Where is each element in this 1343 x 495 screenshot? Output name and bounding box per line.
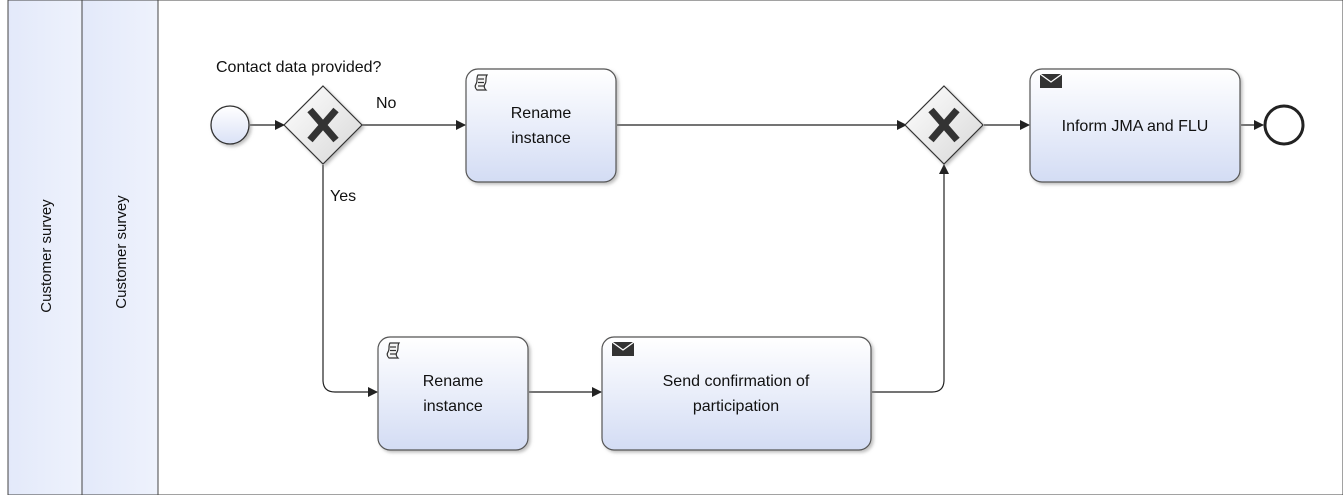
task-label-line: Rename	[511, 105, 572, 122]
task-label-line: Send confirmation of	[663, 373, 810, 390]
script-icon	[474, 74, 489, 91]
task-inform-jma-and-flu[interactable]: Inform JMA and FLU	[1029, 68, 1241, 183]
task-label-line: Inform JMA and FLU	[1062, 118, 1209, 135]
pool-label: Customer survey	[38, 199, 55, 313]
task-label-line: Rename	[423, 373, 484, 390]
lane-label: Customer survey	[113, 195, 130, 309]
task-send-confirmation[interactable]: Send confirmation of participation	[601, 336, 872, 451]
task-label-line: instance	[511, 130, 571, 147]
lane[interactable]: Customer survey	[81, 0, 159, 495]
envelope-icon	[1039, 73, 1063, 88]
task-label-line: participation	[693, 398, 779, 415]
task-rename-instance-bottom[interactable]: Rename instance	[377, 336, 529, 451]
exclusive-gateway-split[interactable]	[283, 85, 363, 165]
edge-label-no: No	[376, 95, 397, 112]
task-rename-instance-top[interactable]: Rename instance	[465, 68, 617, 183]
start-event[interactable]	[210, 105, 250, 145]
task-label-line: instance	[423, 398, 483, 415]
lane-header	[81, 0, 159, 495]
pool-header	[7, 0, 83, 495]
exclusive-gateway-x-icon	[307, 107, 339, 143]
exclusive-gateway-x-icon	[928, 107, 960, 143]
flow-send-to-merge[interactable]	[872, 164, 949, 393]
sequence-flows	[250, 120, 1264, 397]
envelope-icon	[611, 341, 635, 356]
end-event[interactable]	[1263, 104, 1305, 146]
script-icon	[386, 342, 401, 359]
edge-label-yes: Yes	[330, 188, 356, 205]
flow-gateway-to-rename-bottom[interactable]	[322, 165, 378, 397]
gateway-question-label: Contact data provided?	[216, 59, 382, 76]
exclusive-gateway-merge[interactable]	[904, 85, 984, 165]
